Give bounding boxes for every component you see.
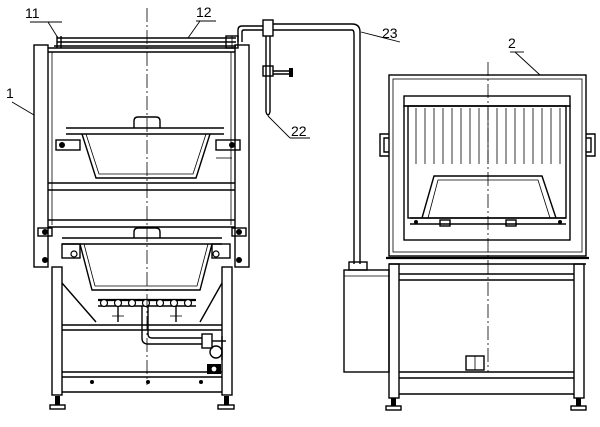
label-1-text: 1 [6,85,14,101]
auxiliary-tank [343,269,390,373]
right-machine-cabinet [379,74,596,265]
label-22: 22 [267,115,310,139]
lower-basin [37,227,247,291]
label-23: 23 [360,25,401,43]
top-rack [54,35,239,49]
upper-basin [55,116,241,179]
label-2-text: 2 [508,35,516,51]
connecting-pipe [237,19,368,271]
left-machine-frame [33,44,250,410]
label-2: 2 [508,35,541,76]
label-1: 1 [6,85,35,116]
label-22-text: 22 [291,123,307,139]
cabinet-slats [415,108,561,164]
label-12-text: 12 [196,4,212,20]
label-12: 12 [187,4,216,39]
label-23-text: 23 [382,25,398,41]
label-11: 11 [25,5,62,39]
label-11-text: 11 [25,5,40,21]
right-machine-stand [385,263,587,411]
